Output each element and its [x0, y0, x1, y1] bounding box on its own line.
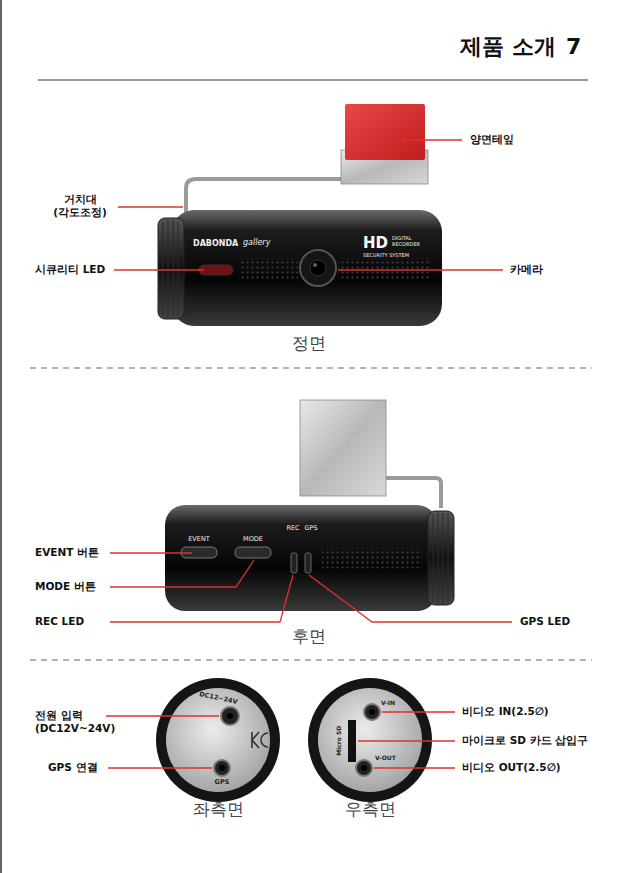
callout-label: 전원 입력 (DC12V~24V)	[35, 709, 113, 735]
page-number: 7	[566, 33, 581, 61]
callout-label: 비디오 OUT(2.5∅)	[462, 761, 560, 774]
brand-text: gallery	[243, 238, 270, 248]
brand-text: DABONDA	[193, 239, 238, 249]
front-view	[114, 104, 503, 326]
callout-label: EVENT 버튼	[35, 546, 99, 559]
section-divider	[30, 367, 592, 368]
callout-label: MODE 버튼	[35, 580, 96, 593]
port-marking: DC12~24V	[198, 690, 238, 706]
view-caption: 후면	[292, 626, 326, 647]
callout-label: 시큐리티 LED	[35, 263, 105, 276]
title-rule	[38, 80, 588, 81]
left-side-view	[106, 678, 280, 802]
button-marking: MODE	[243, 535, 263, 543]
rear-view	[110, 400, 512, 622]
port-marking: GPS	[215, 778, 230, 786]
callout-label: 거치대 (각도조정)	[48, 193, 112, 219]
button-marking: EVENT	[188, 535, 210, 543]
product-mark: RECORDER	[392, 241, 420, 247]
led-marking: REC	[286, 524, 299, 532]
product-mark: HD	[363, 234, 388, 253]
callout-label: GPS 연결	[48, 761, 98, 774]
slot-marking: Micro SD	[335, 726, 343, 756]
section-divider	[30, 659, 592, 660]
right-side-view	[308, 678, 455, 802]
callout-label: REC LED	[35, 615, 84, 628]
view-caption: 정면	[292, 333, 326, 354]
product-mark: DIGITAL	[392, 235, 412, 241]
product-mark: SECURITY SYSTEM	[363, 252, 409, 258]
page-border	[0, 0, 2, 873]
port-marking: V-OUT	[375, 754, 396, 762]
callout-label: GPS LED	[520, 615, 570, 628]
callout-label: 마이크로 SD 카드 삽입구	[462, 734, 588, 747]
page-title: 제품 소개	[460, 33, 556, 61]
view-caption: 좌측면	[193, 799, 244, 820]
view-caption: 우측면	[345, 799, 396, 820]
callout-label: 양면테잎	[470, 133, 514, 146]
callout-label: 카메라	[510, 263, 543, 276]
port-marking: V-IN	[381, 699, 395, 707]
callout-label: 비디오 IN(2.5∅)	[462, 705, 549, 718]
led-marking: GPS	[304, 524, 317, 532]
